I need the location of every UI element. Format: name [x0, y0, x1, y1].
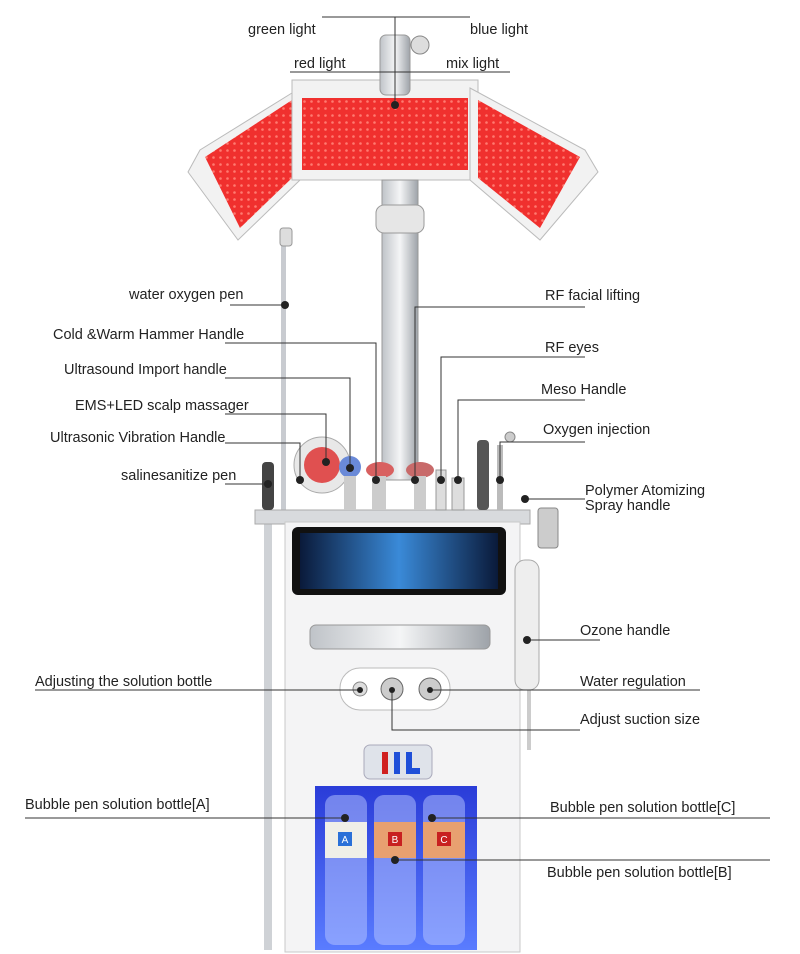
label-blue-light: blue light: [470, 22, 529, 38]
label-bubble-bottle-b: Bubble pen solution bottle[B]: [547, 865, 732, 881]
push-handle: [309, 624, 491, 650]
label-bubble-bottle-a: Bubble pen solution bottle[A]: [25, 797, 210, 813]
bottle-c-tag: C: [440, 835, 447, 846]
leader-lines: [25, 16, 770, 861]
label-polymer-line2: Spray handle: [585, 498, 671, 514]
handles: [262, 431, 559, 549]
solution-bottles: A B C: [325, 795, 465, 945]
label-rf-eyes: RF eyes: [545, 340, 599, 356]
label-meso-handle: Meso Handle: [541, 382, 627, 398]
label-ultrasonic-vibration: Ultrasonic Vibration Handle: [50, 430, 226, 446]
label-ozone-handle: Ozone handle: [580, 623, 671, 639]
label-adjusting-solution-bottle: Adjusting the solution bottle: [35, 674, 213, 690]
leader-dots: [264, 101, 531, 864]
bottle-a-tag: A: [342, 835, 349, 846]
label-mix-light: mix light: [446, 56, 500, 72]
label-oxygen-injection: Oxygen injection: [543, 422, 651, 438]
brand-logo: [363, 744, 433, 780]
label-bubble-bottle-c: Bubble pen solution bottle[C]: [550, 800, 736, 816]
label-adjust-suction-size: Adjust suction size: [580, 712, 701, 728]
led-light-panel: [187, 34, 599, 241]
label-water-regulation: Water regulation: [580, 674, 686, 690]
label-cold-warm-hammer: Cold &Warm Hammer Handle: [53, 327, 245, 343]
bottle-b-tag: B: [392, 835, 399, 846]
label-saline-sanitize-pen: salinesanitize pen: [121, 468, 237, 484]
label-green-light: green light: [248, 22, 316, 38]
label-water-oxygen-pen: water oxygen pen: [129, 287, 244, 303]
label-red-light: red light: [294, 56, 346, 72]
label-polymer-line1: Polymer Atomizing: [585, 483, 706, 499]
label-ultrasound-import: Ultrasound Import handle: [64, 362, 227, 378]
label-ems-led-scalp: EMS+LED scalp massager: [75, 398, 249, 414]
label-rf-facial-lifting: RF facial lifting: [545, 288, 641, 304]
